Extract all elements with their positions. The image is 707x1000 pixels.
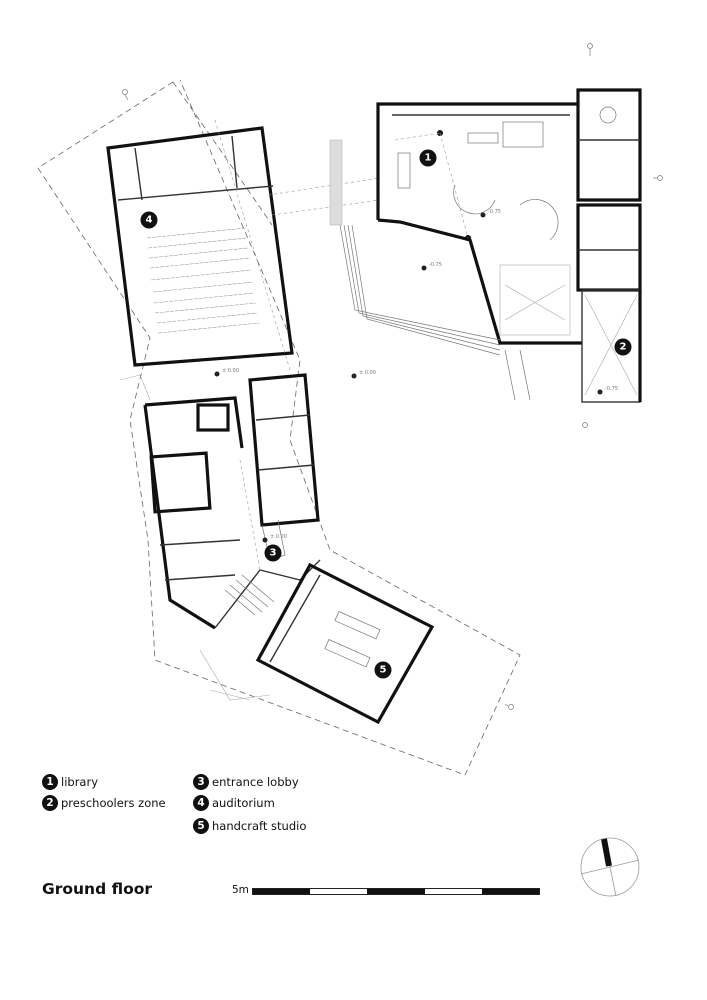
legend-label: library — [61, 775, 98, 789]
legend-item-library: 1 library — [42, 774, 98, 790]
library-block — [376, 102, 582, 345]
legend-label: auditorium — [212, 796, 275, 810]
legend-badge: 1 — [42, 774, 58, 790]
legend-item-preschoolers-zone: 2 preschoolers zone — [42, 795, 166, 811]
legend-badge: 3 — [193, 774, 209, 790]
connector — [267, 177, 381, 216]
level-mark: -0.75 — [480, 209, 501, 218]
room-marker-1: 1 — [419, 149, 437, 167]
svg-text:2: 2 — [620, 342, 627, 353]
legend-badge: 5 — [193, 818, 209, 834]
legend-label: entrance lobby — [212, 775, 299, 789]
terrace-steps — [329, 139, 531, 401]
legend-item-handcraft-studio: 5 handcraft studio — [193, 818, 306, 834]
drawing-title: Ground floor — [42, 880, 153, 898]
svg-text:-0.75: -0.75 — [488, 209, 501, 215]
level-mark: ± 0.00 — [214, 368, 239, 377]
north-arrow-icon — [580, 837, 640, 897]
svg-text:3: 3 — [270, 548, 277, 559]
room-marker-5: 5 — [374, 661, 392, 679]
svg-text:± 0.00: ± 0.00 — [222, 368, 239, 374]
site-boundary — [37, 79, 521, 776]
svg-text:± 0.00: ± 0.00 — [270, 534, 287, 540]
legend-item-entrance-lobby: 3 entrance lobby — [193, 774, 299, 790]
level-mark: ± 0.00 — [351, 370, 376, 379]
room-marker-2: 2 — [614, 338, 632, 356]
room-marker-3: 3 — [264, 544, 282, 562]
legend-badge: 4 — [193, 795, 209, 811]
auditorium-seating — [146, 227, 260, 334]
legend-label: handcraft studio — [212, 819, 307, 833]
library-service-rooms — [576, 88, 642, 292]
level-mark: -0.75 — [421, 262, 442, 271]
studio-tables — [324, 611, 381, 668]
section-marker — [122, 89, 129, 101]
scale-segment — [481, 889, 540, 894]
entrance-lobby-block — [214, 459, 321, 629]
scale-label: 5m — [232, 884, 249, 896]
svg-text:5: 5 — [380, 665, 387, 676]
auditorium-block — [106, 119, 294, 371]
section-marker — [653, 175, 663, 181]
scale-bar — [252, 888, 540, 895]
preschoolers-zone-block — [581, 289, 642, 403]
room-marker-4: 4 — [140, 211, 158, 229]
level-mark: -0.75 — [597, 386, 618, 395]
svg-text:-0.75: -0.75 — [429, 262, 442, 268]
toilets-block — [248, 373, 320, 561]
landscape-lines — [119, 374, 271, 701]
svg-text:4: 4 — [146, 215, 153, 226]
legend-badge: 2 — [42, 795, 58, 811]
section-marker — [587, 43, 593, 56]
scale-segment — [310, 889, 368, 894]
scale-segment — [424, 889, 482, 894]
legend-item-auditorium: 4 auditorium — [193, 795, 275, 811]
section-marker — [582, 422, 588, 428]
scale-segment — [367, 889, 425, 894]
legend-label: preschoolers zone — [61, 796, 166, 810]
offices-block — [143, 396, 244, 630]
svg-text:1: 1 — [425, 153, 432, 164]
scale-segment — [253, 889, 311, 894]
section-marker — [504, 703, 514, 710]
svg-text:-0.75: -0.75 — [605, 386, 618, 392]
handcraft-studio-block — [255, 562, 435, 725]
level-mark: ± 0.00 — [262, 534, 287, 543]
svg-text:± 0.00: ± 0.00 — [359, 370, 376, 376]
